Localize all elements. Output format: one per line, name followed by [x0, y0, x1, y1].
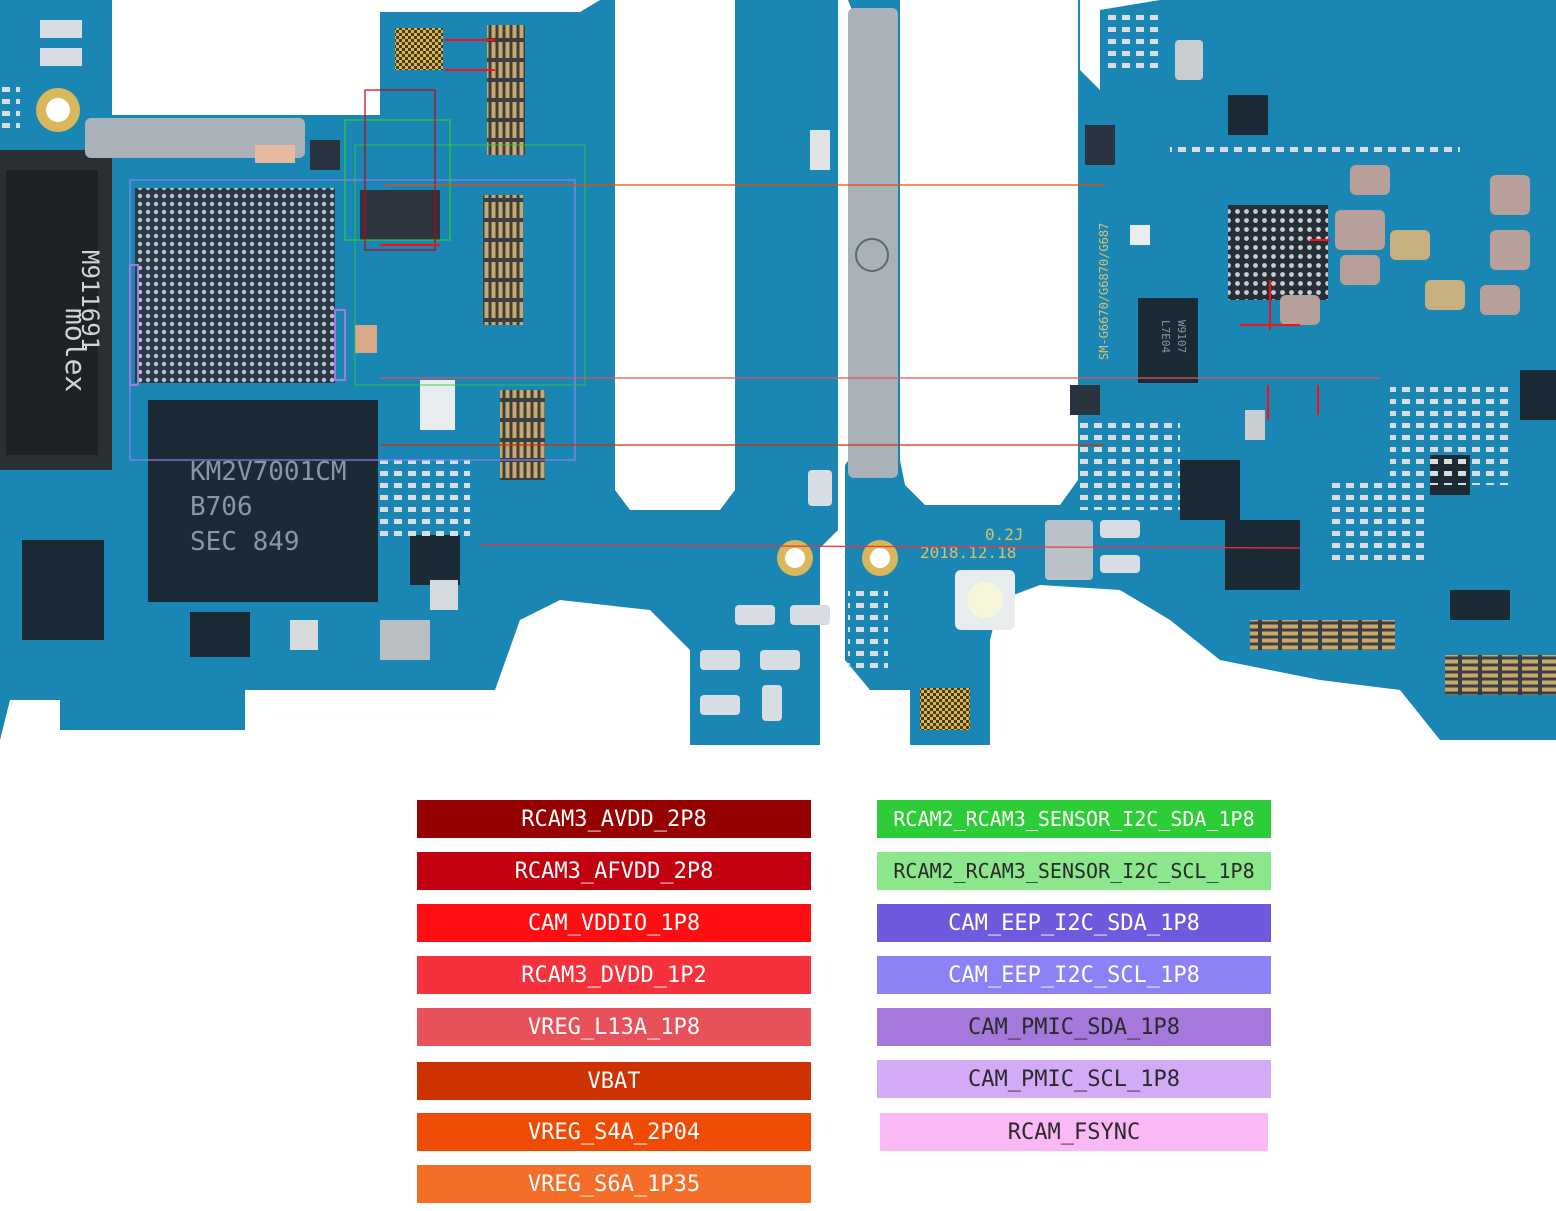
- svg-text:2018.12.18: 2018.12.18: [920, 543, 1016, 562]
- connector-right-a: [1250, 620, 1395, 650]
- trace-overlay: [129, 39, 1380, 549]
- legend-vreg-s4a-2p04: VREG_S4A_2P04: [417, 1113, 811, 1151]
- memory-chip: [148, 400, 378, 602]
- svg-text:0.2J: 0.2J: [985, 525, 1024, 544]
- legend-cam-pmic-scl: CAM_PMIC_SCL_1P8: [877, 1060, 1271, 1098]
- legend-label: CAM_PMIC_SCL_1P8: [968, 1066, 1180, 1092]
- left-rail-pad: [810, 130, 830, 170]
- qr-code-left: [395, 28, 443, 70]
- legend-rcam-fsync: RCAM_FSYNC: [880, 1113, 1268, 1151]
- metal-strip: [848, 8, 898, 478]
- legend-label: CAM_EEP_I2C_SCL_1P8: [948, 962, 1200, 988]
- legend-label: VBAT: [587, 1068, 641, 1094]
- legend-cam-eep-i2c-sda: CAM_EEP_I2C_SDA_1P8: [877, 904, 1271, 942]
- board-code-label: SM-G6670/G6870/G687: [1097, 223, 1111, 360]
- legend-label: CAM_EEP_I2C_SDA_1P8: [948, 910, 1200, 936]
- legend-label: RCAM3_AVDD_2P8: [521, 806, 707, 832]
- right-bga: [1228, 205, 1328, 300]
- connector-right-b: [1445, 655, 1556, 695]
- legend-label: RCAM3_DVDD_1P2: [521, 962, 707, 988]
- legend-rcam2-rcam3-sensor-i2c-scl: RCAM2_RCAM3_SENSOR_I2C_SCL_1P8: [877, 852, 1271, 890]
- small-chip: [22, 540, 104, 640]
- legend-label: VREG_S4A_2P04: [527, 1119, 701, 1145]
- soc-bga: [135, 188, 335, 383]
- legend-label: RCAM3_AFVDD_2P8: [514, 858, 714, 884]
- legend-rcam3-dvdd-1p2: RCAM3_DVDD_1P2: [417, 956, 811, 994]
- legend-cam-vddio-1p8: CAM_VDDIO_1P8: [417, 904, 811, 942]
- svg-text:SEC 849: SEC 849: [190, 527, 300, 557]
- svg-text:B706: B706: [190, 492, 253, 522]
- legend-rcam3-afvdd-2p8: RCAM3_AFVDD_2P8: [417, 852, 811, 890]
- svg-text:L7E04: L7E04: [1159, 320, 1172, 353]
- svg-text:KM2V7001CM: KM2V7001CM: [190, 457, 347, 487]
- qr-code-right: [920, 688, 970, 730]
- legend-label: RCAM2_RCAM3_SENSOR_I2C_SCL_1P8: [893, 859, 1255, 883]
- legend-label: RCAM_FSYNC: [1007, 1119, 1141, 1145]
- legend-label: CAM_PMIC_SDA_1P8: [968, 1014, 1180, 1040]
- pmic-chip: [1138, 298, 1198, 383]
- pcb-board-photo: M911691 molex KM2V7001CM B706 SEC 849: [0, 0, 1556, 745]
- legend-rcam3-avdd-2p8: RCAM3_AVDD_2P8: [417, 800, 811, 838]
- molex-label: molex: [59, 308, 92, 392]
- legend-label: CAM_VDDIO_1P8: [527, 910, 701, 936]
- legend-cam-eep-i2c-scl: CAM_EEP_I2C_SCL_1P8: [877, 956, 1271, 994]
- connector-mid: [483, 195, 523, 325]
- connector-low: [500, 390, 545, 480]
- legend-vreg-s6a-1p35: VREG_S6A_1P35: [417, 1165, 811, 1203]
- legend-label: RCAM2_RCAM3_SENSOR_I2C_SDA_1P8: [893, 807, 1255, 831]
- legend-rcam2-rcam3-sensor-i2c-sda: RCAM2_RCAM3_SENSOR_I2C_SDA_1P8: [877, 800, 1271, 838]
- legend-vreg-l13a-1p8: VREG_L13A_1P8: [417, 1008, 811, 1046]
- svg-text:W9107: W9107: [1175, 320, 1188, 353]
- legend-cam-pmic-sda: CAM_PMIC_SDA_1P8: [877, 1008, 1271, 1046]
- connector-top: [487, 25, 525, 155]
- metal-bracket: [85, 118, 305, 158]
- legend-label: VREG_S6A_1P35: [527, 1171, 701, 1197]
- legend-label: VREG_L13A_1P8: [527, 1014, 701, 1040]
- legend-vbat: VBAT: [417, 1062, 811, 1100]
- connector-code-label: M911691: [76, 250, 104, 351]
